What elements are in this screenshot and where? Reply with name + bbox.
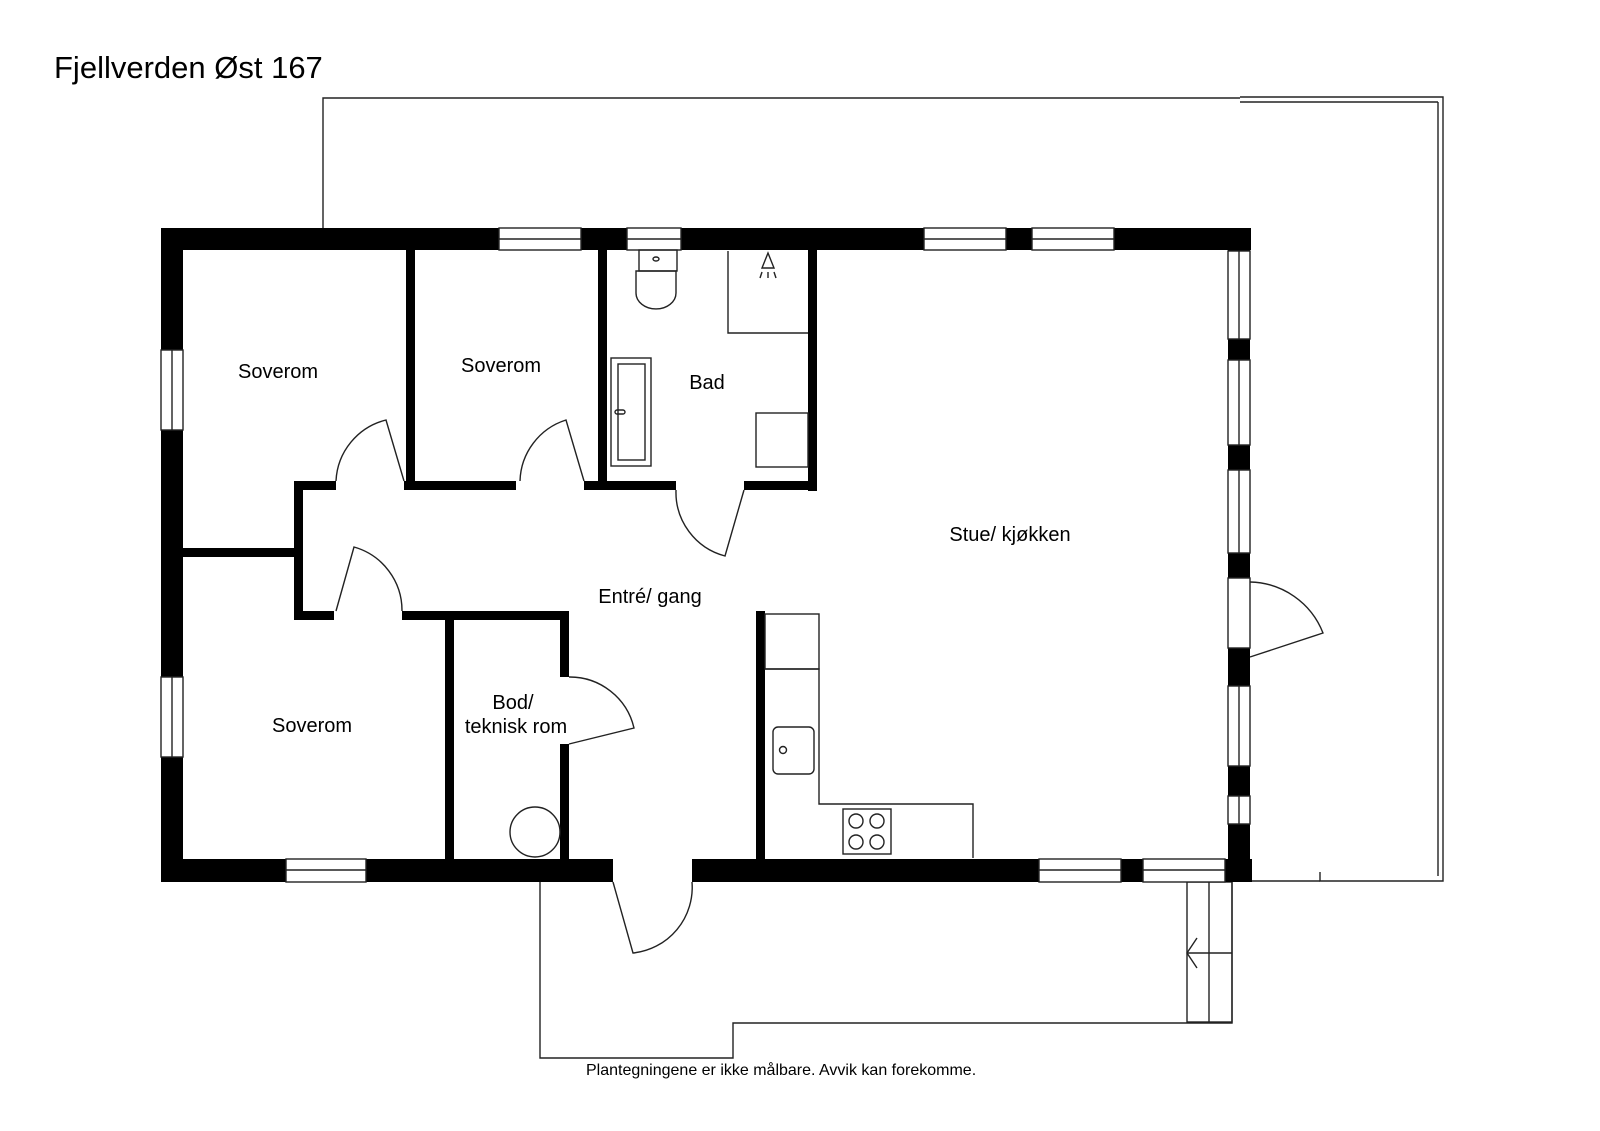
fridge-icon — [764, 613, 820, 670]
disclaimer-text: Plantegningene er ikke målbare. Avvik ka… — [586, 1062, 977, 1079]
shower-icon — [760, 251, 776, 269]
bathroom-fixtures — [610, 249, 809, 468]
kitchen-fixtures — [764, 613, 974, 858]
room-label: Entré/ gang — [598, 586, 701, 608]
interior-walls — [183, 250, 817, 861]
entrance-steps — [1186, 881, 1233, 1023]
room-label: Stue/ kjøkken — [949, 524, 1070, 546]
stove-icon — [842, 808, 892, 855]
sink-icon — [772, 726, 815, 775]
shower-enclosure — [727, 251, 808, 334]
exterior-walls — [161, 228, 1252, 882]
water-heater-icon — [509, 806, 561, 858]
room-label: Soverom — [461, 355, 541, 377]
windows — [160, 227, 1251, 883]
washing-machine-icon — [755, 412, 809, 468]
room-label: Bod/ — [492, 692, 534, 714]
room-label: Soverom — [238, 361, 318, 383]
room-label: teknisk rom — [465, 716, 567, 738]
doors — [335, 419, 1324, 954]
bathtub-icon — [610, 357, 652, 467]
toilet-icon — [635, 270, 677, 310]
plan-title: Fjellverden Øst 167 — [54, 50, 323, 85]
room-label: Bad — [689, 372, 725, 394]
room-label: Soverom — [272, 715, 352, 737]
